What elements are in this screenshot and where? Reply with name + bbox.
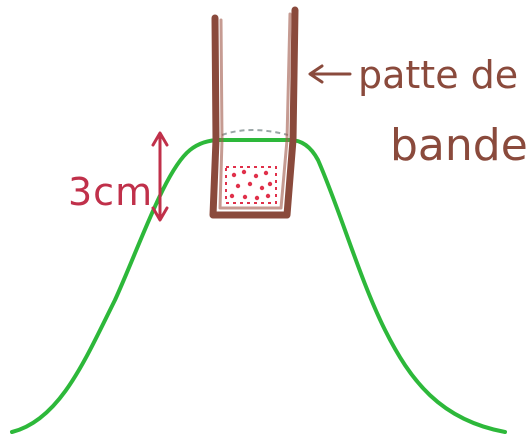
annotation-arrow — [308, 64, 352, 84]
band-tab-inner — [218, 12, 292, 210]
dotted-square — [225, 166, 277, 204]
annotation-label-line1: patte de — [358, 53, 518, 97]
measure-label: 3cm — [68, 170, 153, 214]
annotation-label-line2: bande — [390, 120, 527, 171]
bell-curve — [10, 138, 507, 434]
band-tab — [209, 6, 299, 219]
dashed-top-line — [221, 129, 289, 136]
measure-arrow — [151, 131, 169, 222]
